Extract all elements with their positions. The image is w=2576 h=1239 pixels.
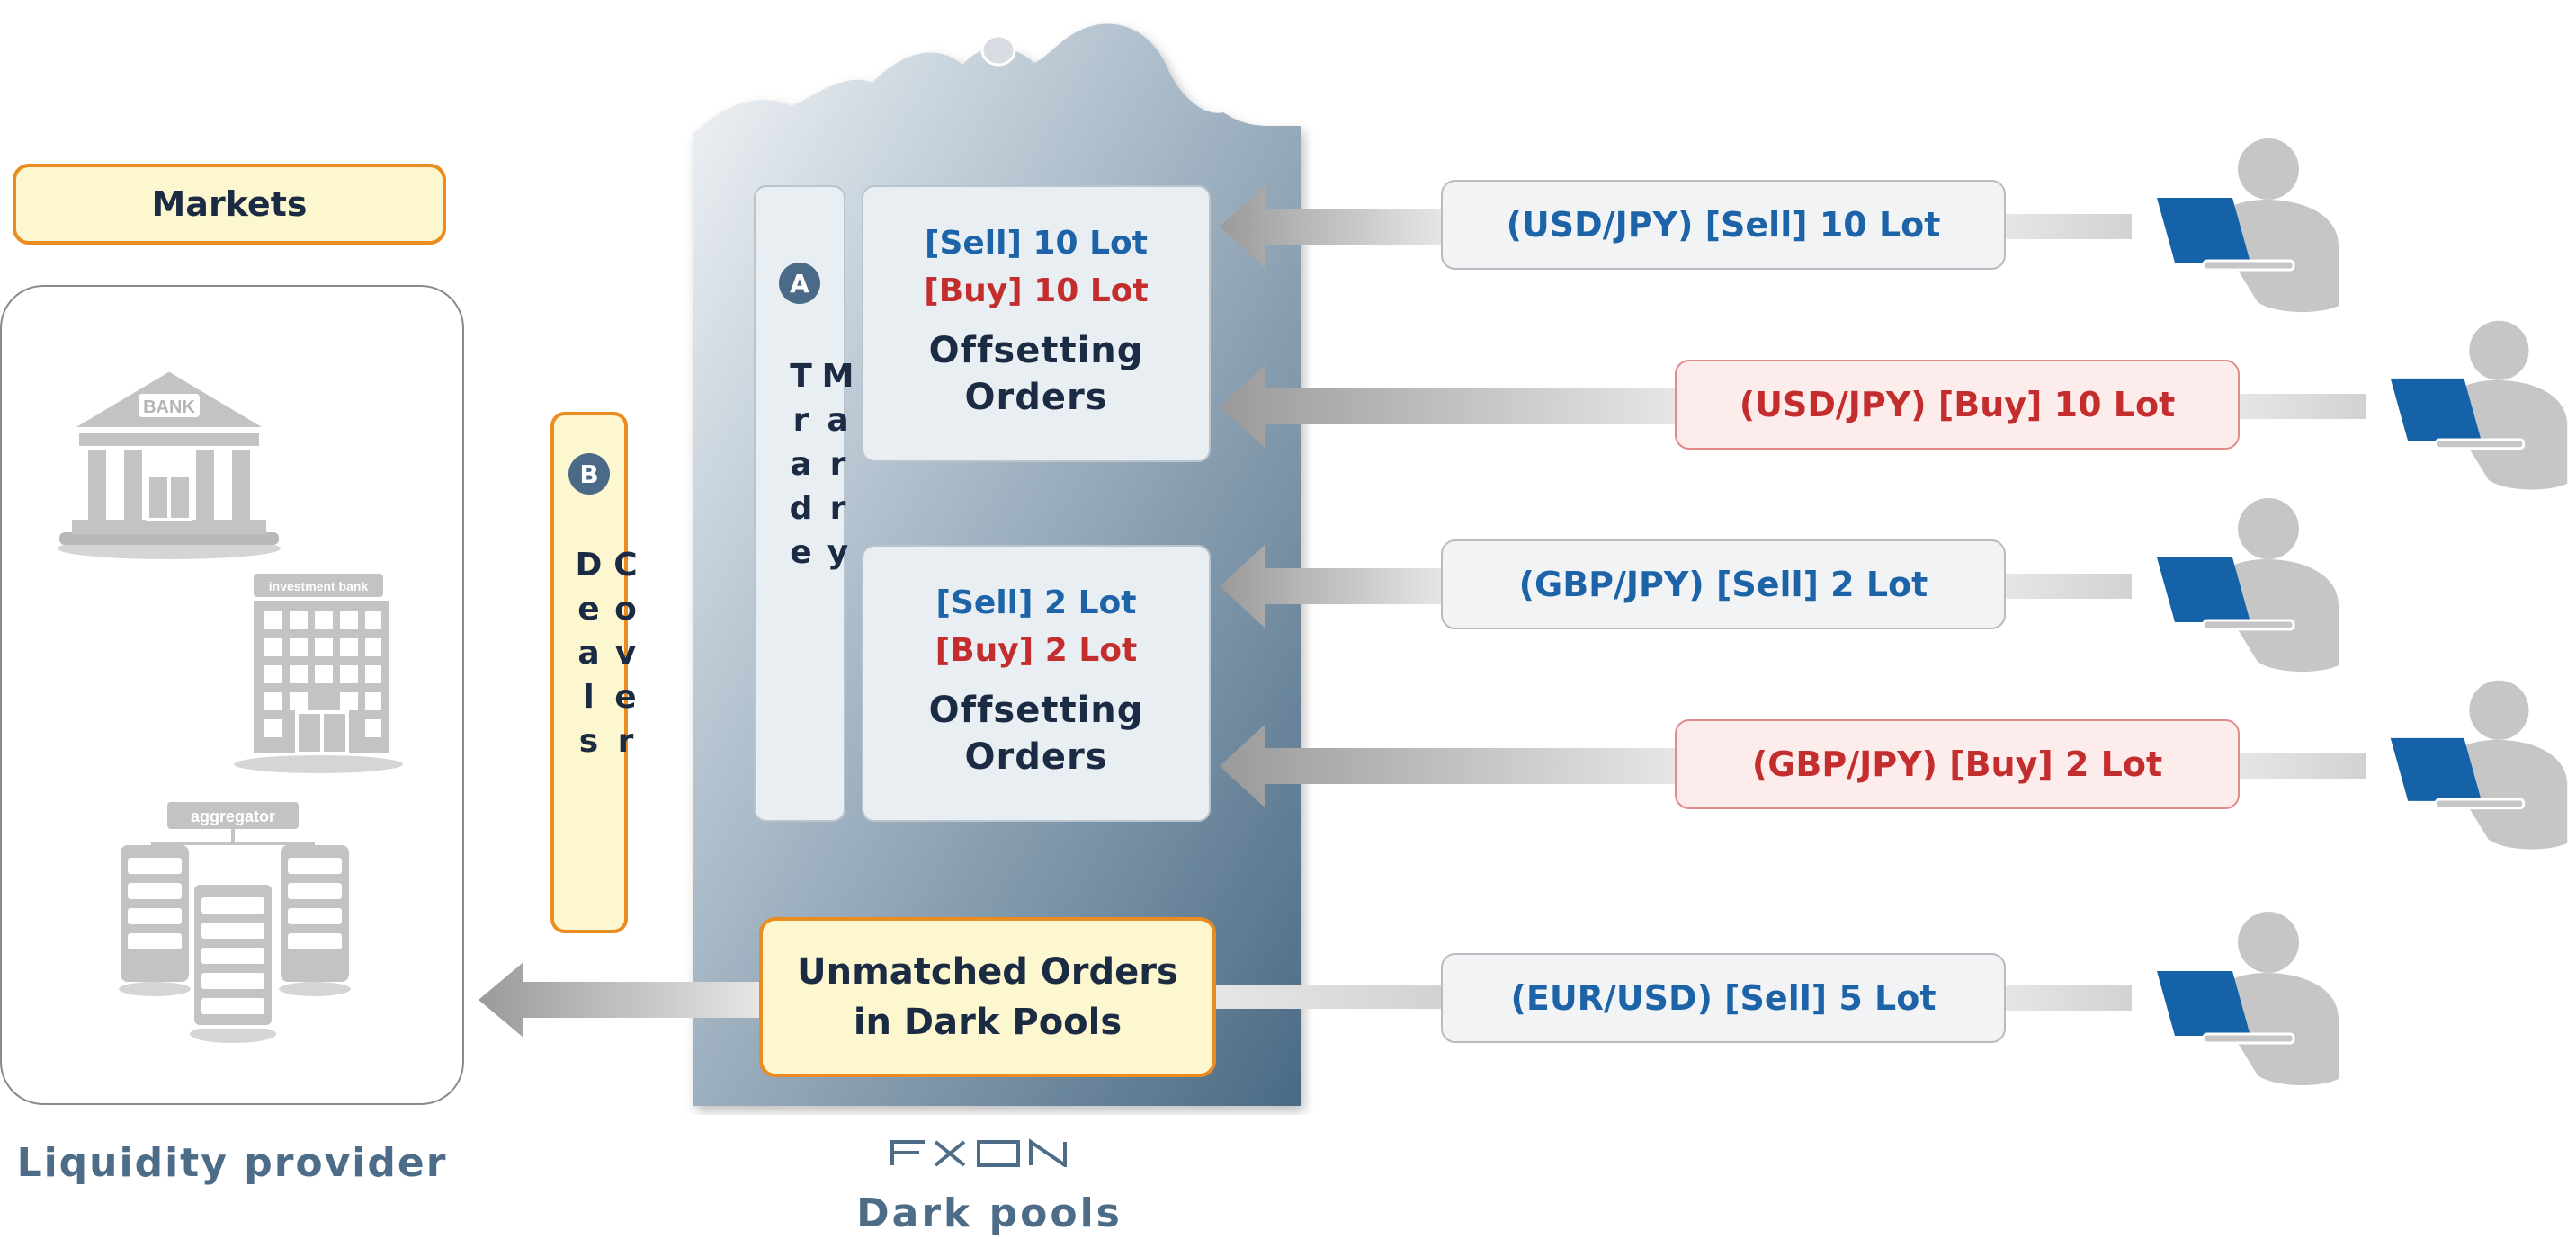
- trader-icon-4: [2390, 680, 2568, 850]
- markets-label: Markets: [13, 164, 446, 245]
- offset-title-1b: Orders: [964, 377, 1108, 418]
- offset-sell-2: [Sell] 2 Lot: [935, 584, 1137, 621]
- marry-trade-box: A Marry Trade: [754, 185, 856, 822]
- offset-buy-2: [Buy] 2 Lot: [935, 632, 1138, 669]
- cover-deals-box: B Cover Deals: [550, 412, 644, 933]
- aggregator-icon-text: aggregator: [191, 807, 275, 825]
- offset-title-2b: Orders: [964, 736, 1108, 778]
- arrow-row-5: [1216, 985, 2132, 1011]
- arrow-to-liquidity: [479, 962, 761, 1038]
- order-pill-4: (GBP/JPY) [Buy] 2 Lot: [1675, 719, 2240, 809]
- unmatched-line-1: Unmatched Orders: [797, 951, 1178, 993]
- offsetting-orders-box-2: [Sell] 2 Lot [Buy] 2 Lot Offsetting Orde…: [862, 545, 1211, 822]
- unmatched-line-2: in Dark Pools: [853, 1002, 1123, 1043]
- marry-trade-label: Marry Trade: [783, 358, 856, 578]
- offset-title-1a: Offsetting: [928, 330, 1144, 371]
- unmatched-orders-box: Unmatched Orders in Dark Pools: [759, 917, 1216, 1077]
- trader-icon-3: [2157, 498, 2339, 673]
- arrow-row-1: [1220, 185, 2132, 268]
- cover-deals-badge: B: [568, 453, 610, 495]
- trader-icon-5: [2157, 912, 2339, 1086]
- fxon-logo: [890, 1138, 1067, 1167]
- investment-bank-icon-text: investment bank: [269, 579, 369, 593]
- aggregator-icon: aggregator: [119, 802, 351, 1043]
- arrow-row-3: [1220, 545, 2132, 628]
- offset-title-2a: Offsetting: [928, 690, 1144, 731]
- offset-buy-1: [Buy] 10 Lot: [924, 272, 1149, 309]
- liquidity-provider-label: Liquidity provider: [16, 1140, 448, 1186]
- order-pill-2: (USD/JPY) [Buy] 10 Lot: [1675, 360, 2240, 450]
- markets-label-text: Markets: [151, 184, 308, 224]
- dark-pools-label: Dark pools: [856, 1190, 1123, 1236]
- order-pill-3: (GBP/JPY) [Sell] 2 Lot: [1441, 539, 2006, 629]
- arrow-row-2: [1220, 365, 2366, 448]
- bank-icon-text: BANK: [143, 397, 195, 417]
- offsetting-orders-box-1: [Sell] 10 Lot [Buy] 10 Lot Offsetting Or…: [862, 185, 1211, 462]
- marry-trade-badge: A: [779, 263, 820, 304]
- offset-sell-1: [Sell] 10 Lot: [925, 225, 1148, 262]
- trader-icon-1: [2157, 138, 2339, 313]
- cover-deals-label: Cover Deals: [570, 547, 644, 767]
- order-pill-1: (USD/JPY) [Sell] 10 Lot: [1441, 180, 2006, 270]
- trader-icon-2: [2390, 320, 2568, 490]
- arrow-row-4: [1220, 725, 2366, 807]
- bank-icon: BANK: [57, 365, 282, 559]
- investment-bank-icon: investment bank: [234, 574, 403, 773]
- order-pill-5: (EUR/USD) [Sell] 5 Lot: [1441, 953, 2006, 1043]
